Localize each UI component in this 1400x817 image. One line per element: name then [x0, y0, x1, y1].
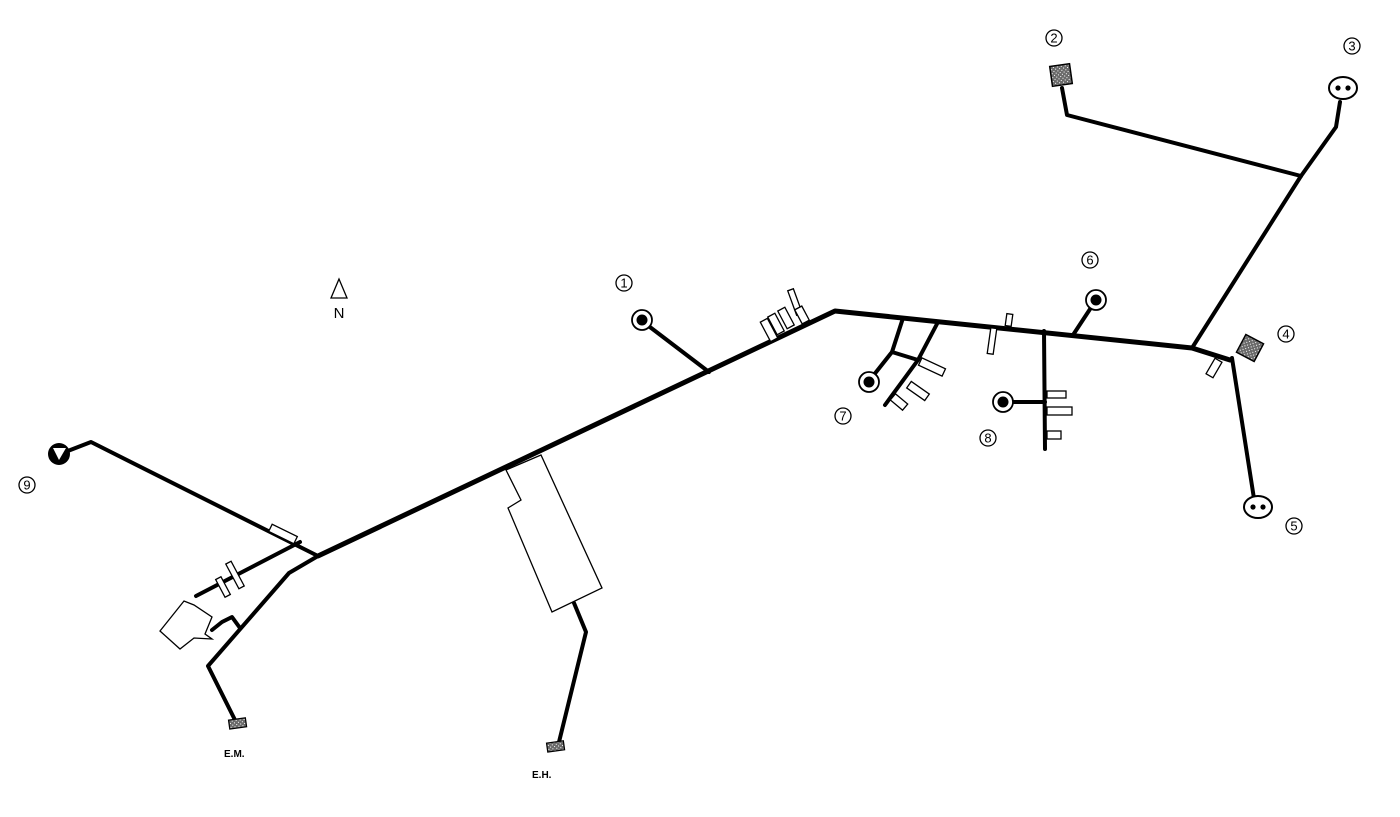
well-site-8 — [992, 391, 1014, 413]
small-building — [224, 560, 246, 590]
branch-west-facility — [194, 540, 302, 598]
branch-site-5 — [1230, 356, 1257, 507]
small-building — [1046, 406, 1073, 416]
terminal-eh-label: E.H. — [532, 770, 552, 781]
small-building — [214, 575, 232, 599]
marker-1: 1 — [615, 274, 633, 292]
small-buildings — [214, 287, 1223, 599]
marker-8: 8 — [979, 429, 997, 447]
small-building — [267, 523, 299, 545]
svg-text:4: 4 — [1282, 327, 1289, 342]
svg-text:5: 5 — [1290, 519, 1297, 534]
small-building — [1046, 430, 1062, 440]
svg-text:7: 7 — [839, 409, 846, 424]
marker-3: 3 — [1343, 37, 1361, 55]
small-building — [1004, 312, 1014, 328]
branch-site-7-main — [883, 358, 920, 407]
tank-site-4 — [1235, 333, 1265, 363]
svg-text:9: 9 — [23, 478, 30, 493]
small-building — [776, 306, 796, 330]
small-building — [889, 392, 909, 412]
small-building — [759, 317, 779, 343]
svg-text:2: 2 — [1050, 31, 1057, 46]
marker-4: 4 — [1277, 325, 1295, 343]
terminal-em-icon — [227, 717, 248, 730]
small-building — [766, 312, 786, 336]
small-building — [986, 326, 998, 356]
marker-7: 7 — [834, 407, 852, 425]
well-site-6 — [1085, 289, 1107, 311]
small-building — [905, 380, 931, 402]
marker-9: 9 — [18, 476, 36, 494]
branch-site-1 — [640, 319, 711, 374]
twin-site-5 — [1243, 495, 1273, 519]
well-site-1 — [631, 309, 653, 331]
well-site-7 — [858, 371, 880, 393]
twin-site-3 — [1328, 76, 1358, 100]
large-building — [505, 454, 603, 613]
marker-6: 6 — [1081, 251, 1099, 269]
north-arrow: N — [330, 277, 348, 322]
branch-em — [206, 554, 320, 724]
pump-site-9 — [48, 443, 70, 465]
svg-text:8: 8 — [984, 431, 991, 446]
marker-5: 5 — [1285, 517, 1303, 535]
west-facility-building — [159, 600, 215, 650]
branch-site-7-frame — [890, 316, 940, 362]
terminal-em-label: E.M. — [224, 749, 245, 760]
branch-eh — [557, 601, 588, 744]
branch-site-2 — [1060, 86, 1303, 178]
branch-site-9 — [58, 440, 320, 558]
svg-text:6: 6 — [1086, 253, 1093, 268]
north-arrow-icon — [330, 277, 348, 299]
terminal-eh-icon — [545, 740, 566, 753]
marker-2: 2 — [1045, 29, 1063, 47]
branch-northeast — [1190, 100, 1342, 350]
main-trunk-line — [315, 308, 1233, 559]
small-building — [793, 305, 811, 325]
tank-site-2 — [1048, 62, 1074, 88]
small-building — [1205, 357, 1223, 379]
svg-text:1: 1 — [620, 276, 627, 291]
north-label: N — [334, 305, 345, 322]
branch-site-8-main — [1042, 329, 1047, 451]
svg-text:3: 3 — [1348, 39, 1355, 54]
small-building — [917, 357, 947, 377]
small-building — [1046, 390, 1067, 399]
branch-west-connector — [210, 615, 242, 632]
